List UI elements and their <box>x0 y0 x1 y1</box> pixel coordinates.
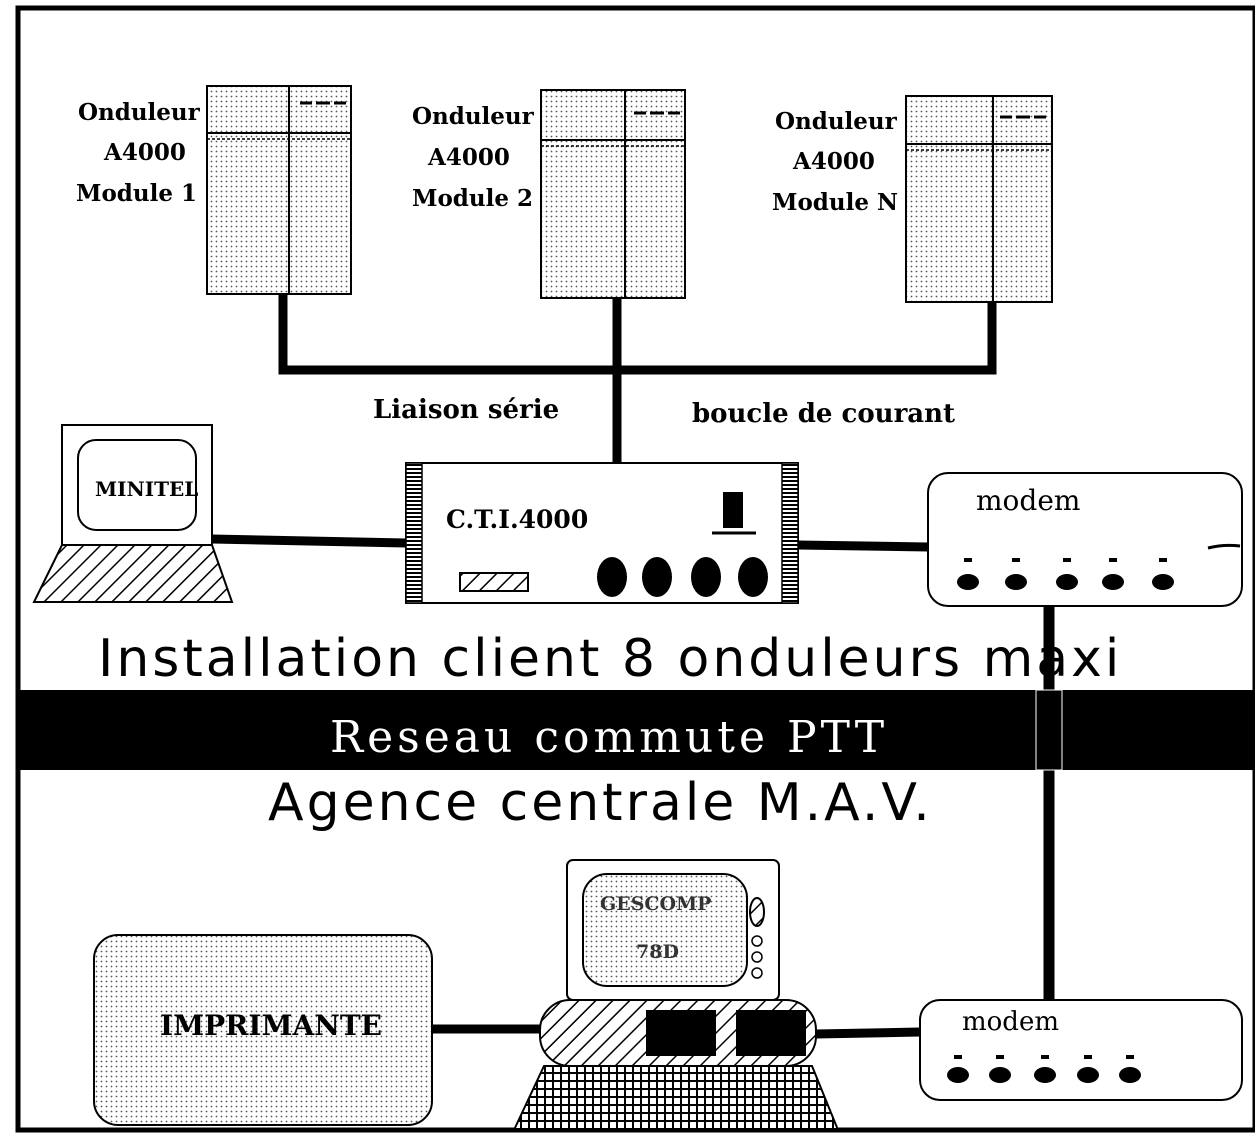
ups-module-2 <box>540 89 686 299</box>
disk-drive-2 <box>736 1010 806 1056</box>
minitel-link <box>211 534 407 548</box>
knob-3 <box>691 557 721 597</box>
upsn-line3: Module N <box>772 189 898 216</box>
gescomp-line2: 78D <box>636 941 679 963</box>
ups1-line1: Onduleur <box>78 99 201 126</box>
agency-modem-label: modem <box>962 1007 1059 1037</box>
client-modem-label: modem <box>976 484 1080 517</box>
agency-heading: Agence centrale M.A.V. <box>268 773 933 833</box>
client-modem <box>927 472 1243 607</box>
printer-label: IMPRIMANTE <box>160 1009 382 1042</box>
network-label: Reseau commute PTT <box>330 712 888 763</box>
agency-modem <box>919 999 1243 1101</box>
cti-4000-unit <box>405 462 799 604</box>
cti-label: C.T.I.4000 <box>446 505 588 534</box>
computer-modem-link <box>815 1027 921 1039</box>
knob-4 <box>738 557 768 597</box>
vent-grille <box>459 572 529 592</box>
serial-link-label: Liaison série <box>373 395 559 425</box>
knob-2 <box>642 557 672 597</box>
upsn-line2: A4000 <box>792 148 875 175</box>
upsn-line1: Onduleur <box>775 108 898 135</box>
ups-bus <box>278 294 997 466</box>
ups2-line3: Module 2 <box>412 185 533 212</box>
gescomp-line1: GESCOMP <box>600 893 711 915</box>
keyboard <box>512 1065 840 1131</box>
ups2-line2: A4000 <box>427 144 510 171</box>
network-crossing <box>1035 689 1063 771</box>
minitel-label: MINITEL <box>95 477 198 501</box>
cti-modem-link <box>797 540 929 552</box>
disk-drive-1 <box>646 1010 716 1056</box>
knob-1 <box>597 557 627 597</box>
ups-module-1 <box>206 85 352 295</box>
ups2-line1: Onduleur <box>412 103 535 130</box>
minitel-terminal <box>32 424 234 603</box>
current-loop-label: boucle de courant <box>692 399 955 429</box>
ups1-line3: Module 1 <box>76 180 197 207</box>
gescomp-computer <box>512 859 840 1131</box>
ups-module-n <box>905 95 1053 303</box>
client-installation-heading: Installation client 8 onduleurs maxi <box>98 629 1122 689</box>
ups1-line2: A4000 <box>103 139 186 166</box>
